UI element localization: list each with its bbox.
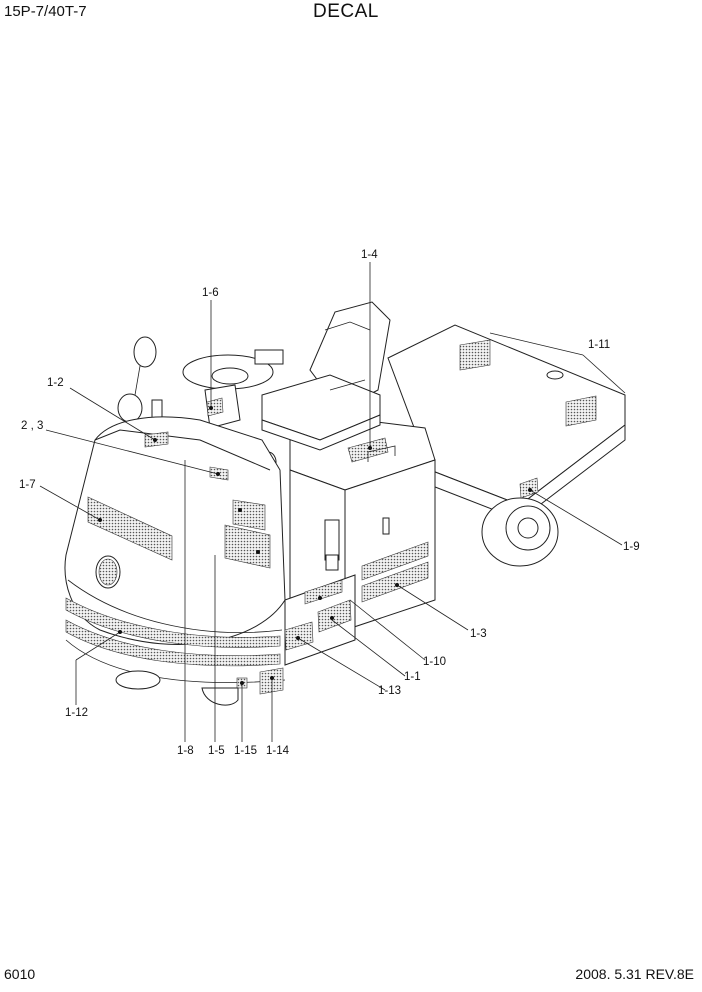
decal-1-9 xyxy=(519,477,539,499)
decal-1-10 xyxy=(304,579,343,605)
model-number: 15P-7/40T-7 xyxy=(4,3,87,20)
decal-1-12-a xyxy=(65,597,281,648)
leader-lines xyxy=(39,262,626,742)
callout-1-4: 1-4 xyxy=(361,249,378,261)
bumper-stripes xyxy=(65,579,286,683)
callout-1-8: 1-8 xyxy=(177,745,194,757)
control-box xyxy=(324,519,340,571)
callout-labels: 1-4 1-6 1-11 1-2 2 , 3 1-7 1-9 1-3 1-10 … xyxy=(19,249,640,757)
decal-1-14 xyxy=(259,667,284,695)
decal-1-3-upper xyxy=(361,541,429,581)
callout-1-3: 1-3 xyxy=(470,628,487,640)
callout-1-10: 1-10 xyxy=(423,656,446,668)
revision-date: 2008. 5.31 REV.8E xyxy=(575,966,694,982)
rear-wheel xyxy=(481,477,559,567)
decal-1-11-a xyxy=(459,339,491,371)
decal-1-12-b xyxy=(65,619,281,667)
platform-knob xyxy=(546,370,564,380)
decal-1-7 xyxy=(87,496,173,561)
rear-handle xyxy=(382,517,390,535)
decal-1-1 xyxy=(317,599,352,633)
callout-1-1: 1-1 xyxy=(404,671,421,683)
callout-1-9: 1-9 xyxy=(623,541,640,553)
steering-assembly xyxy=(182,349,284,429)
callout-1-2: 1-2 xyxy=(47,377,64,389)
front-body xyxy=(64,416,286,645)
brake-lever xyxy=(324,519,340,561)
decal-1-3-lower xyxy=(361,561,429,603)
page-title: DECAL xyxy=(313,1,379,22)
decal-seat-base xyxy=(347,437,389,463)
lever-base xyxy=(325,554,339,571)
operator-seat xyxy=(261,301,391,451)
dashboard-panel xyxy=(254,349,284,365)
left-mirror xyxy=(133,336,157,368)
decal-1-8-upper xyxy=(232,499,266,531)
decal-markers xyxy=(98,406,532,685)
callout-1-14: 1-14 xyxy=(266,745,290,757)
callout-2-3: 2 , 3 xyxy=(21,420,43,432)
page-number: 6010 xyxy=(4,966,36,982)
left-lamp xyxy=(117,393,143,423)
callout-1-7: 1-7 xyxy=(19,479,36,491)
callout-1-6: 1-6 xyxy=(202,287,219,299)
decal-1-11-b xyxy=(565,395,597,427)
tow-hitch xyxy=(201,687,239,706)
lower-step xyxy=(115,574,356,706)
callout-1-13: 1-13 xyxy=(378,685,401,697)
callout-1-5: 1-5 xyxy=(208,745,225,757)
decal-1-5 xyxy=(224,524,271,569)
callout-1-15: 1-15 xyxy=(234,745,257,757)
callout-1-12: 1-12 xyxy=(65,707,88,719)
front-wheel xyxy=(115,670,161,690)
cargo-platform xyxy=(387,324,626,521)
callout-1-11: 1-11 xyxy=(588,339,610,351)
